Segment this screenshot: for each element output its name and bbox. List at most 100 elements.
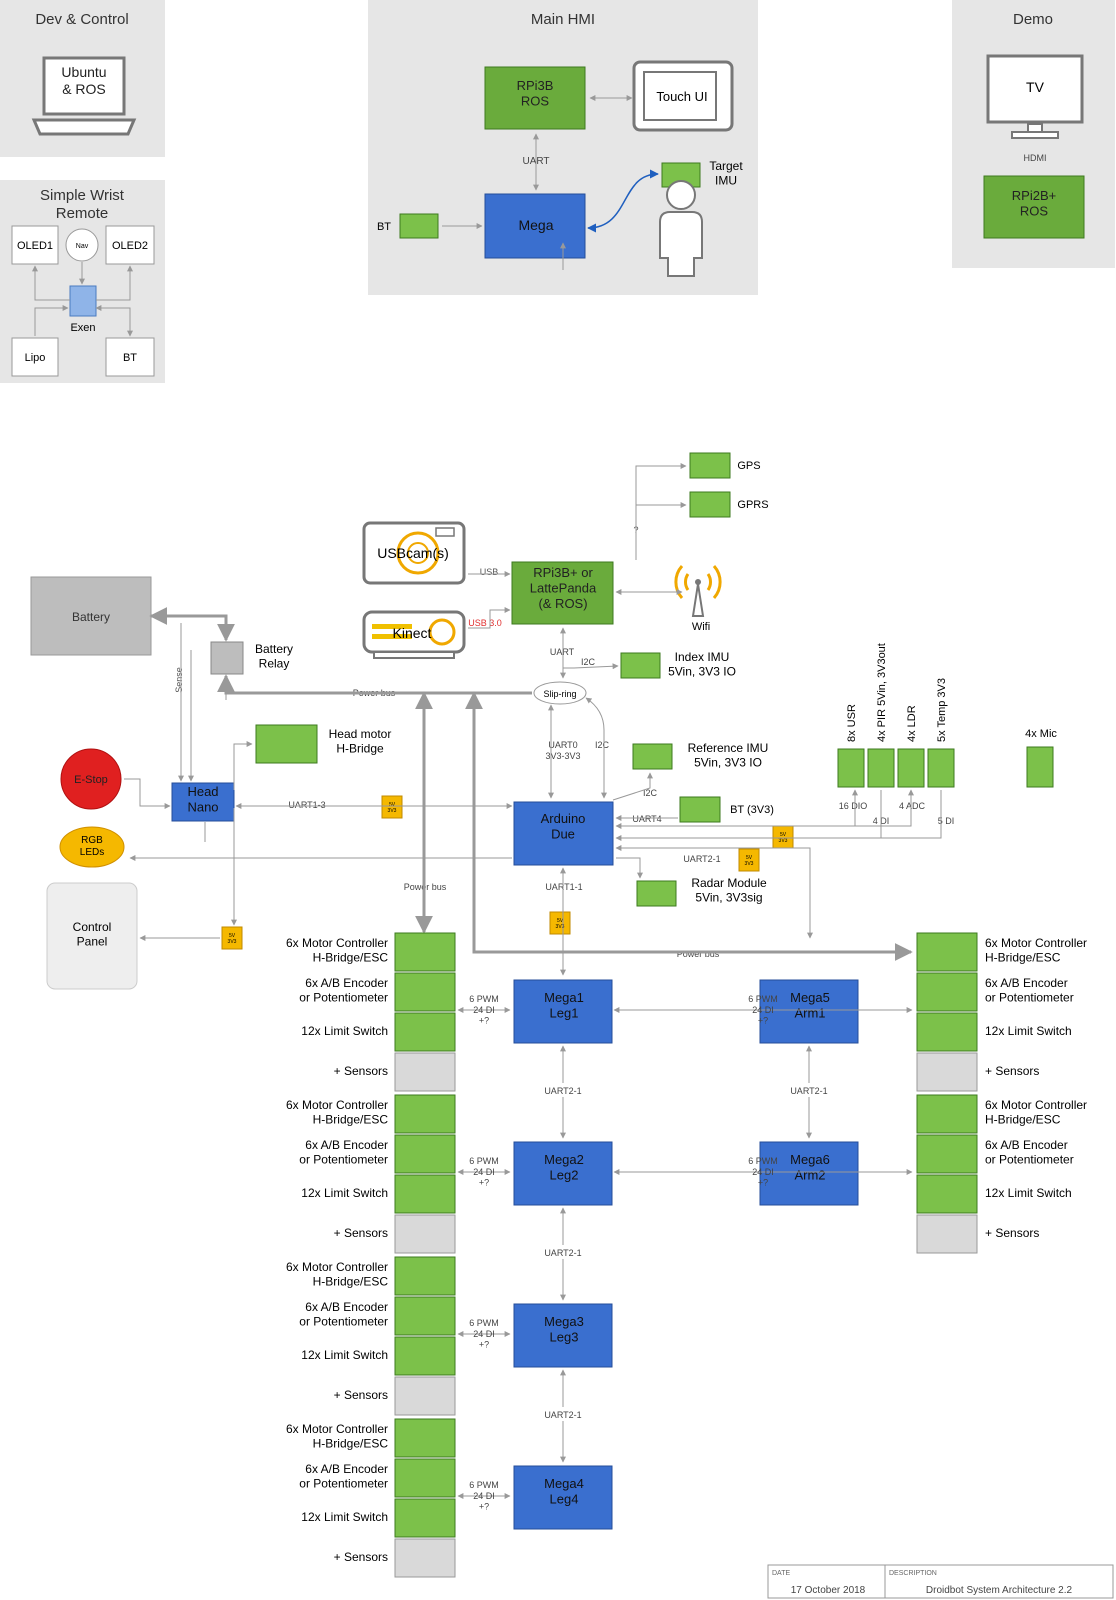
stack-module-6-1: [916, 1094, 978, 1134]
tv-icon: [986, 54, 1084, 139]
touch-ui-icon: [632, 60, 734, 132]
stack-module-5-3: [916, 1012, 978, 1052]
stack-module-2-3: [394, 1174, 456, 1214]
footer-description: Droidbot System Architecture 2.2: [926, 1585, 1073, 1596]
stack-label-6-4: + Sensors: [985, 1226, 1039, 1240]
oled1-box: [11, 225, 59, 265]
head-nano-board: [171, 782, 235, 822]
sensor-io-di5: 5 DI: [938, 816, 955, 826]
stack-label-5-4: + Sensors: [985, 1064, 1039, 1078]
nav-label: Nav: [76, 243, 89, 250]
index-imu-board: [620, 652, 661, 679]
thin-connectors: [124, 463, 942, 976]
slip-ring-label: Slip-ring: [543, 689, 576, 699]
nav-button-icon: [65, 228, 99, 262]
stack-module-6-4: [916, 1214, 978, 1254]
laptop-icon: [31, 56, 137, 136]
stack-label-4-4: + Sensors: [334, 1550, 388, 1564]
stack-module-6-2: [916, 1134, 978, 1174]
stack-module-3-2: [394, 1296, 456, 1336]
stack-module-1-3: [394, 1012, 456, 1052]
oled2-label: OLED2: [112, 240, 148, 252]
gprs-label: GPRS: [737, 499, 768, 511]
main-rpi-board: [511, 561, 614, 625]
uart-label-5: UART2-1: [790, 1086, 827, 1096]
controller-board-1: [513, 979, 613, 1044]
tv-label: TV: [1026, 79, 1045, 95]
rgb-leds: [59, 826, 125, 868]
stack-module-1-4: [394, 1052, 456, 1092]
wifi-icon: [674, 565, 722, 617]
sensor-label-usr: 8x USR: [846, 704, 858, 742]
stack-module-4-1: [394, 1418, 456, 1458]
bt3v3-board: [679, 796, 721, 823]
stack-module-3-1: [394, 1256, 456, 1296]
stack-module-6-3: [916, 1174, 978, 1214]
battery-label: Battery: [72, 610, 110, 624]
main-hmi-title: Main HMI: [531, 11, 595, 28]
footer-date: 17 October 2018: [791, 1585, 866, 1596]
uart4-label: UART4: [632, 814, 661, 824]
stack-module-5-4: [916, 1052, 978, 1092]
uart-label-2: UART2-1: [544, 1248, 581, 1258]
oled1-label: OLED1: [17, 240, 53, 252]
stack-label-1-4: + Sensors: [334, 1064, 388, 1078]
stack-label-3-4: + Sensors: [334, 1388, 388, 1402]
main-uart-label: UART: [550, 647, 575, 657]
lipo-box: [11, 337, 59, 377]
stack-label-2-4: + Sensors: [334, 1226, 388, 1240]
uart-label-bg-5: [787, 1083, 831, 1097]
stack-module-1-2: [394, 972, 456, 1012]
uart21-label-top: UART2-1: [683, 854, 720, 864]
hmi-mega-board: [484, 193, 586, 259]
kinect-label: Kinect: [393, 625, 432, 641]
footer-date-header: DATE: [772, 1570, 790, 1577]
stack-label-4-3: 12x Limit Switch: [301, 1510, 388, 1524]
imu-link: [587, 169, 659, 233]
estop-button: [60, 748, 122, 810]
sensor-label-pir: 4x PIR 5Vin, 3V3out: [876, 643, 888, 742]
stack-module-5-2: [916, 972, 978, 1012]
dev-control-title: Dev & Control: [35, 11, 128, 28]
footer-box: [767, 1564, 1114, 1599]
sensor-io-adc: 4 ADC: [899, 801, 926, 811]
battery-relay-box: [210, 641, 244, 675]
person-icon: [659, 180, 703, 277]
gps-label: GPS: [737, 460, 760, 472]
gprs-board: [689, 491, 731, 518]
oled2-box: [105, 225, 155, 265]
stack-label-1-3: 12x Limit Switch: [301, 1024, 388, 1038]
stack-module-2-1: [394, 1094, 456, 1134]
radar-board: [636, 880, 677, 907]
stack-module-3-3: [394, 1336, 456, 1376]
gps-board: [689, 452, 731, 479]
head-motor-board: [255, 724, 318, 764]
usb-label: USB: [480, 567, 499, 577]
stack-label-3-3: 12x Limit Switch: [301, 1348, 388, 1362]
